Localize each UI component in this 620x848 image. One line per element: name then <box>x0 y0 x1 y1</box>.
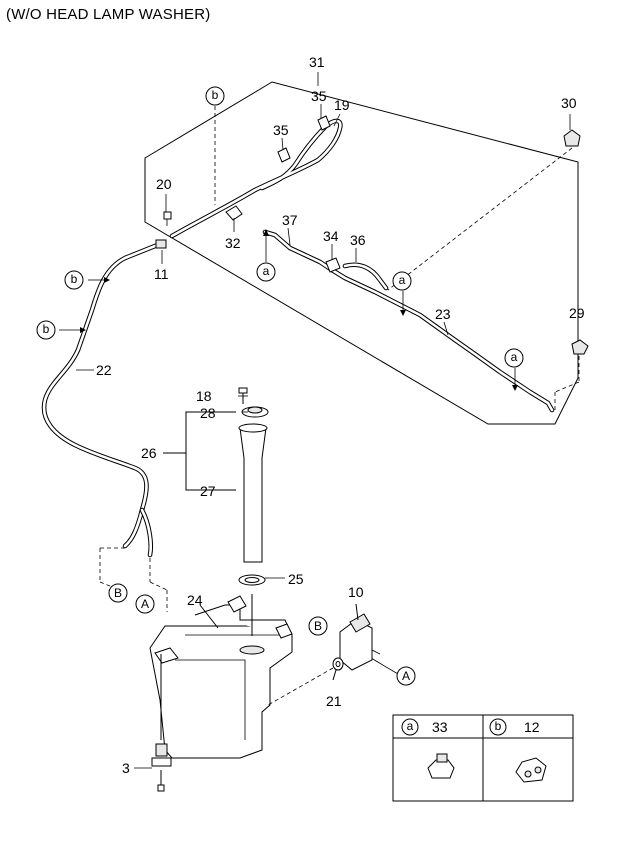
pump-10 <box>339 613 381 671</box>
legend-left-part: 33 <box>432 719 448 735</box>
callout-10: 10 <box>348 584 364 600</box>
legend-left-letter: a <box>407 719 414 733</box>
hose-19 <box>169 118 343 239</box>
filler-neck-27 <box>238 423 268 563</box>
svg-text:B: B <box>114 586 122 600</box>
leader-lines <box>76 72 579 579</box>
clip-32 <box>225 205 243 221</box>
callout-30: 30 <box>561 95 577 111</box>
assembly-31-outline <box>144 81 579 425</box>
callout-21: 21 <box>326 693 342 709</box>
nozzle-29 <box>571 339 589 355</box>
marker-b-3: b <box>36 320 56 340</box>
callout-24: 24 <box>187 592 203 608</box>
arrows <box>59 229 518 675</box>
callout-23: 23 <box>435 306 451 322</box>
clip-35-lower <box>277 147 291 163</box>
svg-text:B: B <box>314 619 322 633</box>
svg-text:A: A <box>141 597 149 611</box>
hose-22 <box>41 241 163 558</box>
callout-35-lower: 35 <box>273 122 289 138</box>
callout-28: 28 <box>200 405 216 421</box>
callout-11: 11 <box>154 266 169 282</box>
grommet-21 <box>332 657 344 671</box>
marker-a-1: a <box>256 262 276 282</box>
callout-20: 20 <box>156 176 172 192</box>
marker-a-3: a <box>504 348 524 368</box>
callout-32: 32 <box>225 235 241 251</box>
callout-35-upper: 35 <box>311 88 327 104</box>
clip-20 <box>163 211 172 226</box>
hose-36 <box>342 262 389 291</box>
marker-A-2: A <box>396 666 416 686</box>
nozzle-30 <box>563 129 581 147</box>
callout-31: 31 <box>309 54 325 70</box>
callout-34: 34 <box>323 228 339 244</box>
legend-table: a 33 b 12 <box>392 714 574 802</box>
cap-28 <box>241 406 269 418</box>
clip-12-illustration <box>515 757 547 783</box>
callout-22: 22 <box>96 362 112 378</box>
legend-right-part: 12 <box>524 719 540 735</box>
reservoir-24 <box>149 595 293 759</box>
clip-33-illustration <box>427 753 455 779</box>
svg-text:a: a <box>399 273 406 287</box>
marker-A-1: A <box>135 594 155 614</box>
bracket-26 <box>185 411 236 491</box>
page-title: (W/O HEAD LAMP WASHER) <box>6 6 211 23</box>
callout-37: 37 <box>282 212 298 228</box>
svg-text:a: a <box>511 350 518 364</box>
callout-19: 19 <box>334 97 350 113</box>
connector-34 <box>325 257 341 273</box>
svg-text:A: A <box>402 669 410 683</box>
legend-right-letter: b <box>495 719 502 733</box>
marker-b-1: b <box>205 86 225 106</box>
marker-B-2: B <box>308 616 328 636</box>
seal-25 <box>238 574 266 586</box>
svg-text:b: b <box>43 322 50 336</box>
marker-b-2: b <box>64 270 84 290</box>
callout-29: 29 <box>569 305 585 321</box>
callout-36: 36 <box>350 232 366 248</box>
connector-11 <box>155 239 167 249</box>
connection-box <box>99 547 168 612</box>
svg-text:b: b <box>212 88 219 102</box>
callout-26: 26 <box>141 445 157 461</box>
svg-text:a: a <box>263 264 270 278</box>
bolt-18 <box>238 387 248 404</box>
clip-35-upper <box>317 115 331 131</box>
bolt-3 <box>151 654 172 792</box>
callout-27: 27 <box>200 483 216 499</box>
svg-text:b: b <box>71 272 78 286</box>
marker-a-2: a <box>392 271 412 291</box>
callout-18: 18 <box>196 388 212 404</box>
marker-B-1: B <box>108 583 128 603</box>
callout-3: 3 <box>122 760 130 776</box>
hose-23 <box>262 229 555 413</box>
callout-25: 25 <box>288 571 304 587</box>
